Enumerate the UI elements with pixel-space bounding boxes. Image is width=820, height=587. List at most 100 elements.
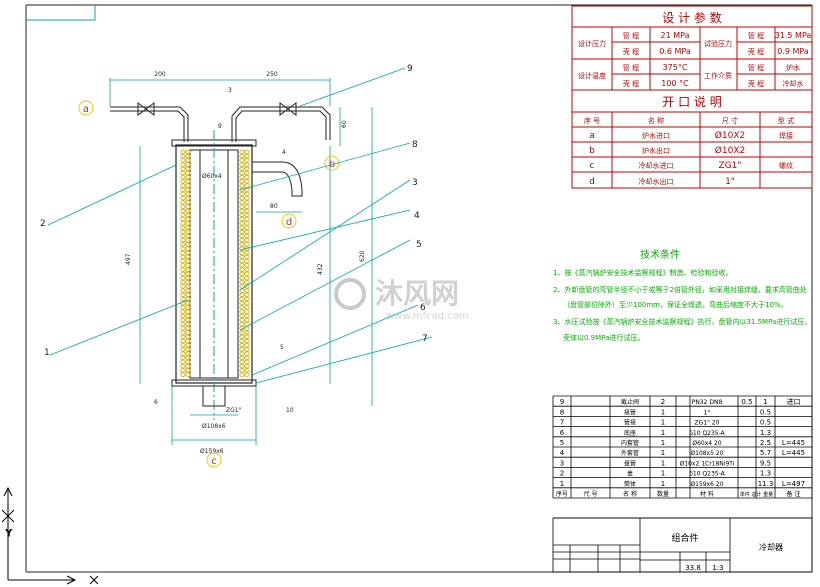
coil-turn bbox=[239, 254, 245, 260]
svg-text:尺 寸: 尺 寸 bbox=[722, 116, 738, 125]
coil-turn bbox=[185, 351, 191, 356]
coil-turn bbox=[244, 355, 250, 361]
coil-turn bbox=[244, 275, 250, 281]
drawing-name: 冷却器 bbox=[759, 542, 783, 552]
coil-turn bbox=[180, 355, 186, 361]
coil-turn bbox=[244, 267, 250, 272]
coil-turn bbox=[244, 279, 250, 285]
coil-turn bbox=[244, 250, 250, 256]
svg-text:Y: Y bbox=[5, 529, 12, 539]
tube-design-temp: 375°C bbox=[663, 63, 688, 72]
coil-turn bbox=[185, 342, 191, 348]
coil-turn bbox=[185, 254, 191, 260]
tube-design-pressure: 21 MPa bbox=[661, 31, 690, 40]
coil-turn bbox=[185, 233, 191, 239]
coil-turn bbox=[180, 263, 186, 268]
coil-turn bbox=[180, 288, 186, 293]
coil-turn bbox=[244, 174, 250, 180]
coil-turn bbox=[185, 275, 191, 281]
tech-requirements: 技术条件 1、按《蒸汽锅炉安全技术监察规程》制造、检验和验收。 2、外卸盘管的弯… bbox=[553, 248, 811, 342]
coil-turn bbox=[239, 221, 245, 226]
coil-turn bbox=[180, 296, 186, 302]
bom-row-name: 外套管 bbox=[621, 449, 639, 457]
shell-medium: 冷却水 bbox=[783, 79, 804, 88]
coil-turn bbox=[185, 368, 191, 373]
bom-table bbox=[552, 395, 813, 519]
coil-turn bbox=[180, 334, 186, 340]
coil-turn bbox=[239, 149, 245, 155]
bom-row-unit-weight: 0.5 bbox=[741, 398, 752, 406]
coil-turn bbox=[185, 284, 191, 289]
coil-turn bbox=[244, 317, 250, 323]
bom-row-name: 筒体 bbox=[624, 480, 636, 488]
coil-turn bbox=[180, 321, 186, 327]
coil-turn bbox=[244, 342, 250, 348]
coil-turn bbox=[185, 183, 191, 188]
coil-turn bbox=[239, 363, 245, 369]
bom-row-material: Ø10x2 1Cr18Ni9Ti bbox=[680, 460, 735, 467]
bom-row-material: PN32 DN8 bbox=[692, 399, 723, 406]
design-pressure-label: 设计压力 bbox=[578, 39, 606, 48]
coil-turn bbox=[244, 208, 250, 214]
coil-turn bbox=[239, 179, 245, 184]
coil-turn bbox=[244, 258, 250, 264]
svg-text:管 程: 管 程 bbox=[748, 31, 764, 40]
coil-turn bbox=[239, 258, 245, 264]
coil-turn bbox=[180, 170, 186, 176]
svg-text:管 程: 管 程 bbox=[623, 63, 639, 72]
svg-text:4: 4 bbox=[414, 211, 420, 221]
bom-header: 代 号 bbox=[584, 490, 598, 498]
coil-turn bbox=[239, 334, 245, 340]
coil-turn bbox=[180, 368, 186, 373]
coil-turn bbox=[180, 305, 186, 310]
coil-turn bbox=[185, 258, 191, 264]
bom-header: 材 料 bbox=[700, 490, 714, 498]
coil-turn bbox=[185, 162, 191, 167]
bom-row-qty: 1 bbox=[661, 439, 665, 447]
coil-turn bbox=[185, 279, 191, 285]
coil-turn bbox=[180, 212, 186, 218]
tech-title: 技术条件 bbox=[640, 248, 680, 261]
svg-text:壳 程: 壳 程 bbox=[748, 79, 764, 88]
cooler-assembly-drawing: 200 250 497 432 620 60 80 Ø60x4 Ø108x6 Ø… bbox=[40, 64, 433, 468]
svg-text:80: 80 bbox=[270, 203, 278, 210]
coil-turn bbox=[239, 200, 245, 205]
bom-row-total-weight: 0.5 bbox=[760, 419, 771, 427]
svg-text:（盘管部位除外）至少100mm，保证全焊透，弯曲后缩度不大于: （盘管部位除外）至少100mm，保证全焊透，弯曲后缩度不大于10%。 bbox=[563, 300, 788, 309]
coil-turn bbox=[185, 355, 191, 361]
coil-turn bbox=[239, 355, 245, 361]
bom-row-qty: 1 bbox=[661, 470, 665, 478]
tube-medium: 炉水 bbox=[786, 63, 800, 72]
coil-turn bbox=[180, 363, 186, 369]
coil-turn bbox=[244, 351, 250, 356]
bom-row-remark: 进口 bbox=[787, 398, 801, 406]
inlet-pipe-a bbox=[110, 106, 189, 142]
svg-text:4: 4 bbox=[282, 149, 286, 156]
svg-text:d: d bbox=[589, 177, 595, 187]
coil-turn bbox=[244, 179, 250, 184]
bom-row-material: Ø159x6 20 bbox=[690, 481, 723, 488]
coil-turn bbox=[244, 359, 250, 365]
bom-row-no: 3 bbox=[560, 459, 564, 467]
coil-turn bbox=[185, 216, 191, 222]
assembly-label: 组合件 bbox=[671, 532, 698, 544]
coil-turn bbox=[239, 271, 245, 277]
coil-turn bbox=[244, 284, 250, 289]
svg-text:1、按《蒸汽锅炉安全技术监察规程》制造、检验和验收。: 1、按《蒸汽锅炉安全技术监察规程》制造、检验和验收。 bbox=[553, 268, 732, 277]
svg-text:3、水压试验按《蒸汽锅炉安全技术监察规程》执行，盘管内以31: 3、水压试验按《蒸汽锅炉安全技术监察规程》执行，盘管内以31.5MPa进行试压， bbox=[553, 317, 811, 326]
coil-turn bbox=[180, 149, 186, 155]
coil-turn bbox=[185, 149, 191, 155]
svg-text:3: 3 bbox=[412, 178, 418, 188]
svg-text:ZG1": ZG1" bbox=[226, 407, 242, 414]
coil-turn bbox=[244, 237, 250, 243]
coil-turn bbox=[244, 216, 250, 222]
coil-turn bbox=[244, 153, 250, 159]
coil-turn bbox=[244, 363, 250, 369]
side-elbow-pipe bbox=[252, 161, 303, 197]
coil-turn bbox=[180, 153, 186, 159]
coil-turn bbox=[239, 342, 245, 348]
coil-turn bbox=[239, 183, 245, 188]
coil-turn bbox=[239, 191, 245, 197]
coil-turn bbox=[180, 254, 186, 260]
coil-turn bbox=[180, 258, 186, 264]
